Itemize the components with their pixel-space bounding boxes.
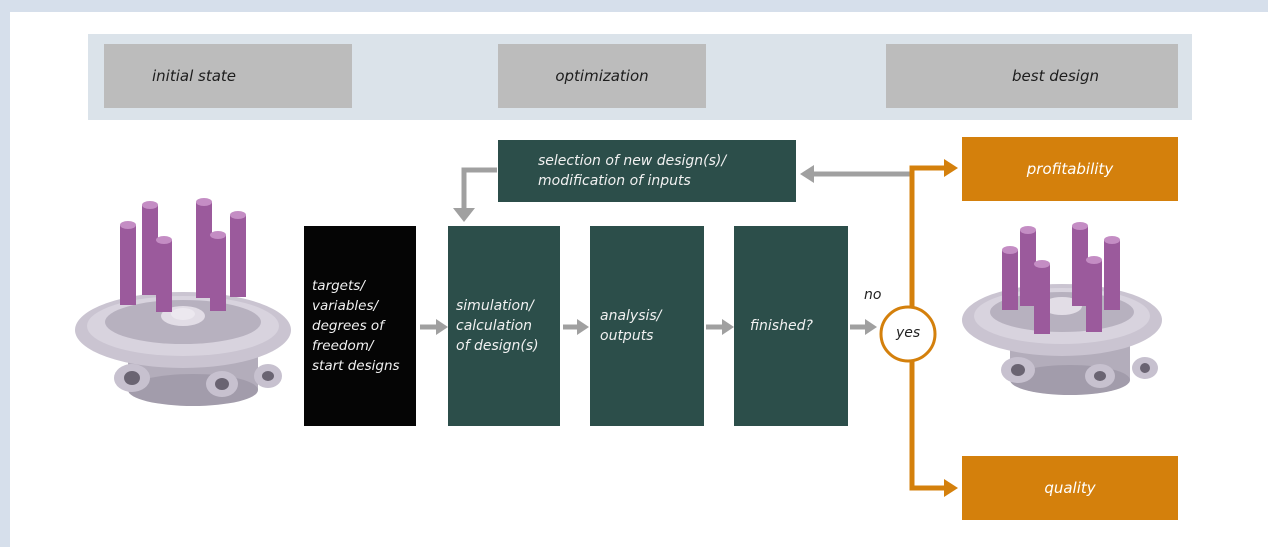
targets-box: targets/ variables/ degrees of freedom/ … bbox=[304, 226, 416, 426]
simulation-line-2: calculation bbox=[456, 318, 533, 334]
targets-line-2: variables/ bbox=[312, 298, 379, 314]
loop-back-arrow bbox=[461, 167, 497, 210]
best-part-pins bbox=[1002, 222, 1120, 334]
targets-line-1: targets/ bbox=[312, 278, 365, 294]
profitability-label: profitability bbox=[1026, 160, 1114, 178]
finished-box: finished? bbox=[734, 226, 848, 426]
analysis-box: analysis/ outputs bbox=[590, 226, 704, 426]
targets-line-4: freedom/ bbox=[312, 338, 374, 354]
profitability-arrowhead bbox=[944, 159, 958, 177]
phase-best-design: best design bbox=[886, 44, 1178, 108]
simulation-line-3: of design(s) bbox=[456, 338, 539, 354]
phase-optimization: optimization bbox=[498, 44, 706, 108]
selection-box: selection of new design(s)/ modification… bbox=[498, 140, 796, 202]
quality-label: quality bbox=[1044, 479, 1096, 497]
simulation-line-1: simulation/ bbox=[456, 298, 534, 314]
decision-circle bbox=[879, 305, 937, 363]
arrowhead-3 bbox=[722, 319, 734, 335]
analysis-line-2: outputs bbox=[600, 328, 654, 344]
quality-arrowhead bbox=[944, 479, 958, 497]
decision-to-profitability-arrow bbox=[909, 165, 945, 310]
arrowhead-1 bbox=[436, 319, 448, 335]
finished-label: finished? bbox=[750, 318, 813, 334]
targets-line-3: degrees of bbox=[312, 318, 384, 334]
phase-initial-state: initial state bbox=[104, 44, 352, 108]
initial-part-pins bbox=[120, 198, 246, 312]
simulation-box: simulation/ calculation of design(s) bbox=[448, 226, 560, 426]
feedback-arrowhead bbox=[800, 165, 814, 183]
phase-best-design-label: best design bbox=[1012, 67, 1099, 85]
phase-initial-state-label: initial state bbox=[152, 67, 237, 85]
loop-back-arrowhead bbox=[453, 208, 475, 222]
initial-part-body bbox=[75, 292, 291, 406]
decision-to-quality-arrow bbox=[909, 356, 945, 491]
arrowhead-4 bbox=[865, 319, 877, 335]
arrowhead-2 bbox=[577, 319, 589, 335]
selection-line-1: selection of new design(s)/ bbox=[538, 153, 727, 169]
targets-line-5: start designs bbox=[312, 358, 400, 374]
no-label: no bbox=[864, 287, 882, 303]
quality-box: quality bbox=[962, 456, 1178, 520]
best-part-body bbox=[962, 284, 1162, 395]
profitability-box: profitability bbox=[962, 137, 1178, 201]
selection-line-2: modification of inputs bbox=[538, 173, 691, 189]
phase-optimization-label: optimization bbox=[555, 67, 649, 85]
analysis-line-1: analysis/ bbox=[600, 308, 662, 324]
yes-label: yes bbox=[896, 325, 921, 341]
